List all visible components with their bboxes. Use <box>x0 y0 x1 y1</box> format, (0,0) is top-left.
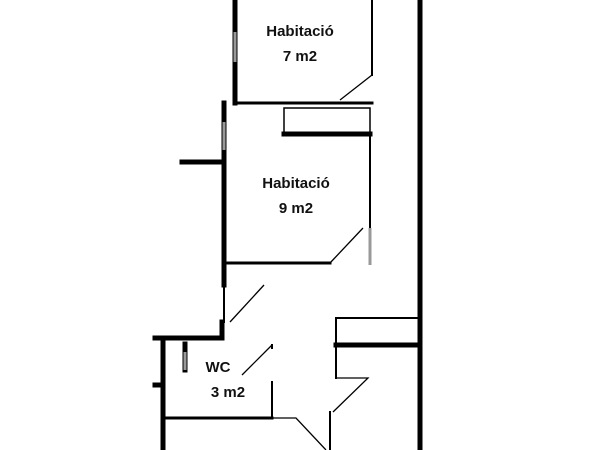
room-label-name: Habitació <box>262 175 330 192</box>
hallway <box>223 284 265 323</box>
bedroom-7-door-swing <box>339 74 373 101</box>
lower-door-swing <box>272 417 327 450</box>
corridor-cupboard <box>332 317 421 413</box>
room-label-area: 7 m2 <box>283 48 317 65</box>
wardrobe <box>281 107 373 137</box>
room-wc: WC 3 m2 <box>152 319 274 450</box>
cupboard-door-swing <box>332 377 370 413</box>
room-label-area: 9 m2 <box>279 200 313 217</box>
wardrobe-shelf <box>283 107 371 135</box>
room-label-area: 3 m2 <box>211 384 245 401</box>
bedroom-9-door-swing <box>329 227 364 264</box>
lower-room-door <box>272 411 331 450</box>
hallway-door-swing <box>229 284 265 323</box>
room-bedroom-9: Habitació 9 m2 <box>179 100 372 288</box>
room-label-name: WC <box>206 359 231 376</box>
room-label-name: Habitació <box>266 23 334 40</box>
wc-door-swing <box>241 344 273 376</box>
room-bedroom-7: Habitació 7 m2 <box>232 0 374 106</box>
